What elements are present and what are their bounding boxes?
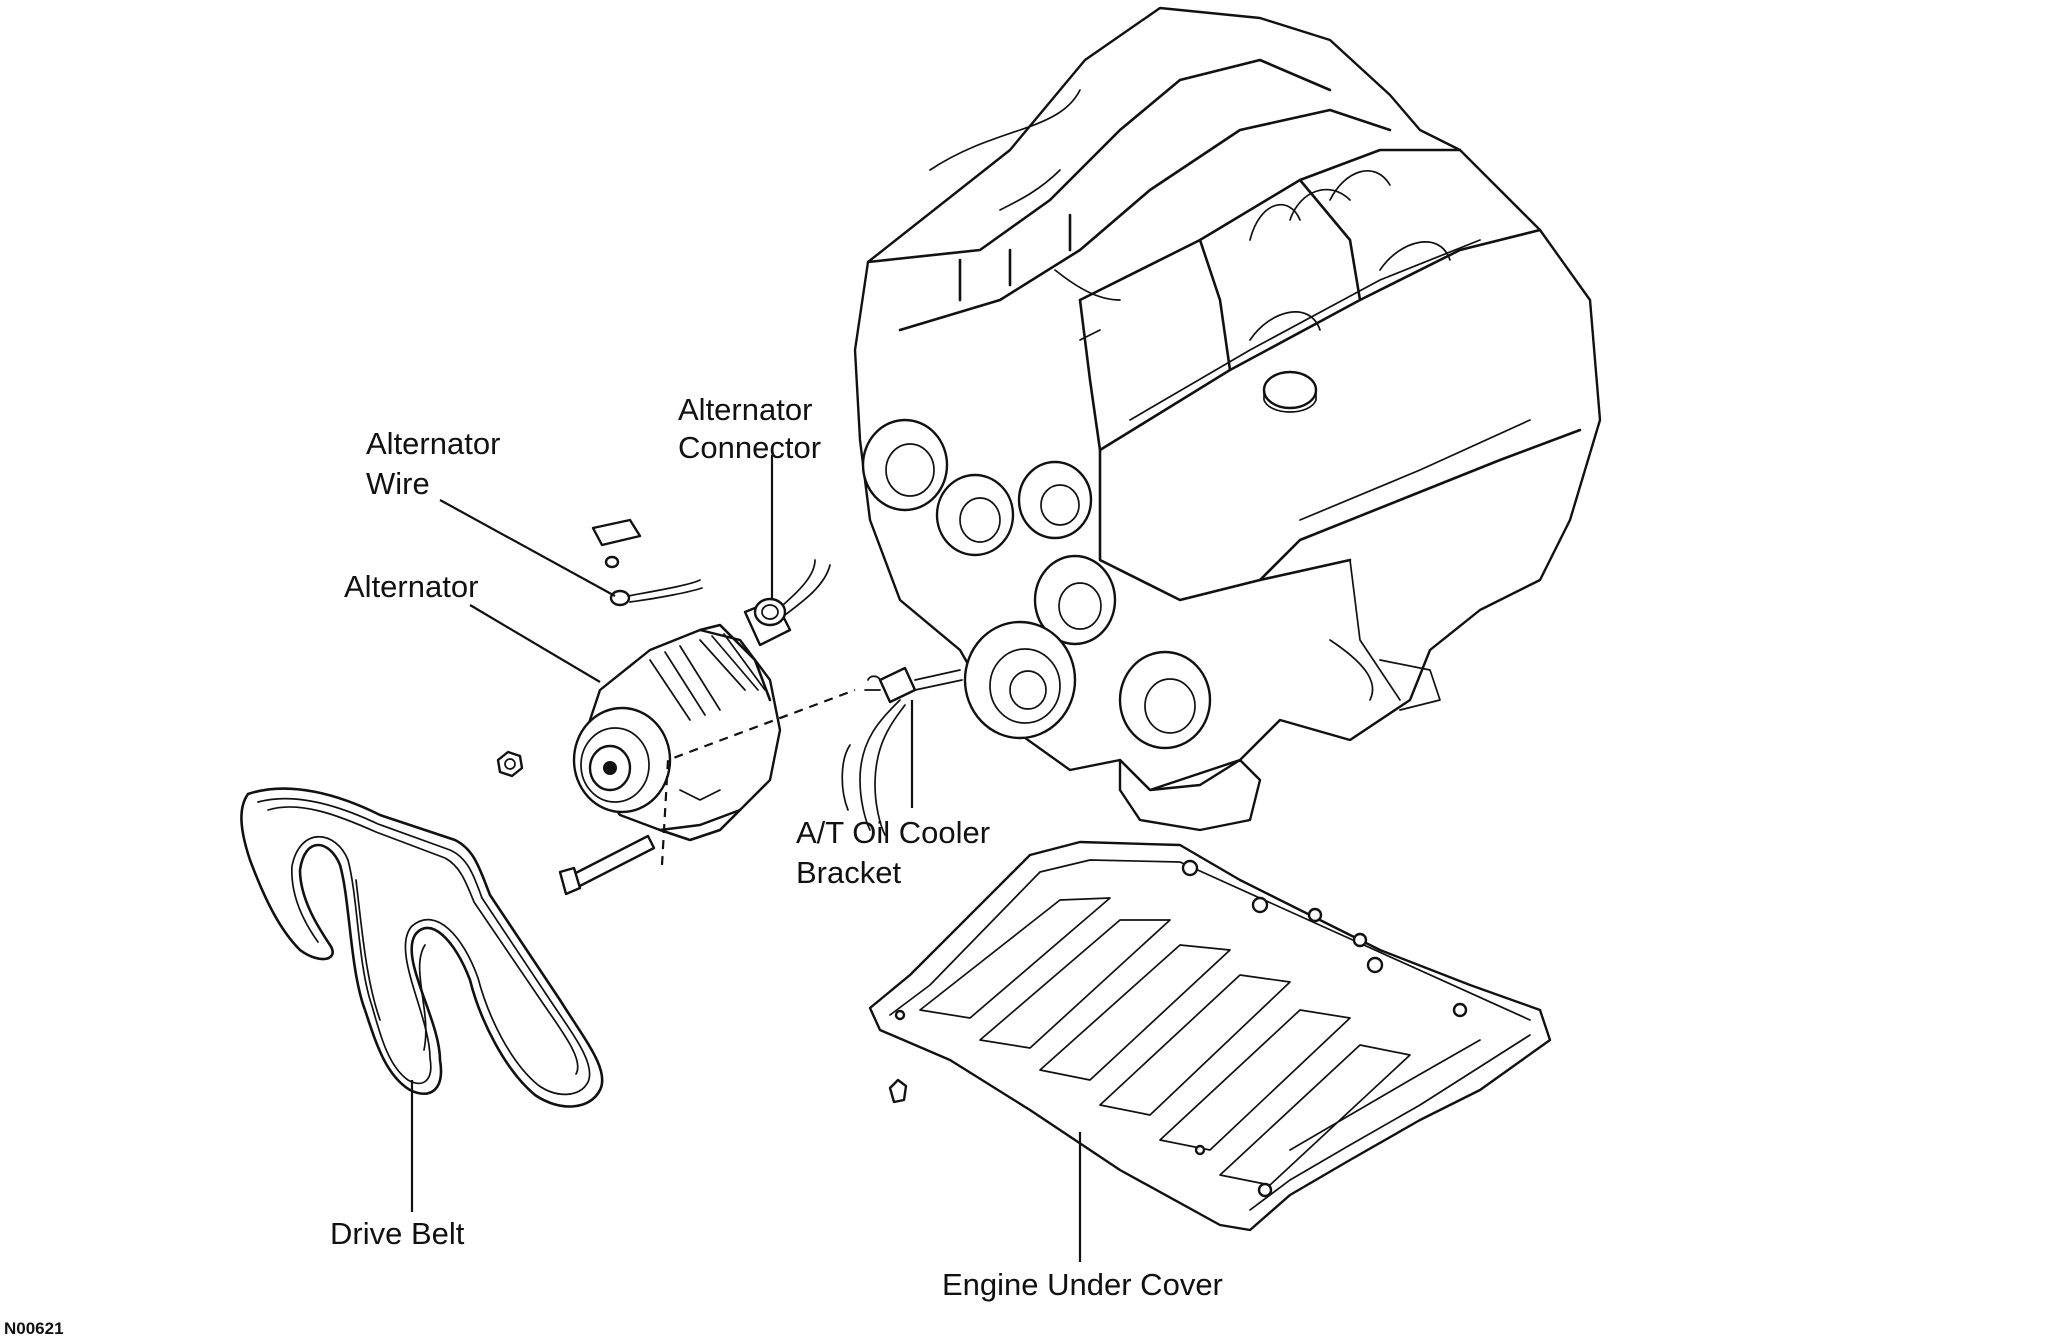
engine-under-cover-illustration	[868, 840, 1552, 1232]
label-alternator-wire-line1: Alternator	[366, 426, 500, 461]
engine-illustration	[853, 6, 1602, 832]
label-alternator: Alternator	[344, 569, 478, 604]
drive-belt-illustration	[240, 787, 604, 1108]
label-alternator-wire-line2: Wire	[366, 466, 430, 501]
label-at-oil-cooler-bracket-line1: A/T Oil Cooler	[796, 815, 990, 850]
label-alternator-connector-line1: Alternator	[678, 392, 812, 427]
alternator-illustration	[496, 518, 856, 896]
label-drive-belt: Drive Belt	[330, 1216, 465, 1251]
leader-lines	[410, 455, 1082, 1262]
label-alternator-connector-line2: Connector	[678, 430, 821, 465]
label-at-oil-cooler-bracket-line2: Bracket	[796, 855, 901, 890]
oil-cooler-bracket-illustration	[841, 666, 963, 836]
label-engine-under-cover: Engine Under Cover	[942, 1267, 1223, 1302]
figure-code: N00621	[4, 1319, 64, 1338]
